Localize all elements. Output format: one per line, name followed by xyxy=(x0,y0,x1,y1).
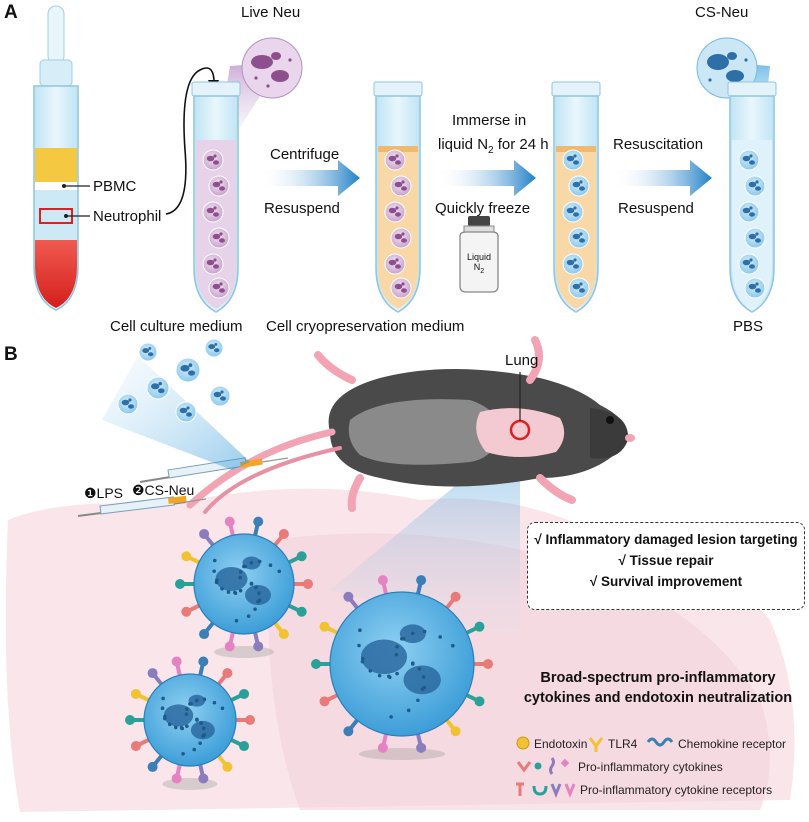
cs-neutrophils xyxy=(738,149,766,299)
cell-cryo-medium-label: Cell cryopreservation medium xyxy=(266,318,465,335)
resuspend-label-2: Resuspend xyxy=(618,200,694,217)
resuspend-label-1: Resuspend xyxy=(264,200,340,217)
neutrophil-cell xyxy=(384,149,406,171)
neutrophil-cell xyxy=(208,277,230,299)
neutrophil-cell xyxy=(384,201,406,223)
cs-neu-injection-label: ❷CS-Neu xyxy=(132,482,195,498)
neutrophil-cell xyxy=(175,357,201,383)
neutrophil-cell xyxy=(390,277,412,299)
neutrophil-cell xyxy=(568,227,590,249)
pbs-label: PBS xyxy=(733,318,764,335)
neutrophil-cell xyxy=(568,175,590,197)
neutrophil-cell xyxy=(744,227,766,249)
benefit-targeting: √ Inflammatory damaged lesion targeting xyxy=(534,532,798,547)
neutrophil-cell xyxy=(562,149,584,171)
lps-syringe xyxy=(77,495,207,517)
legend-endotoxin: Endotoxin xyxy=(534,737,588,751)
neutrophil-cell xyxy=(562,201,584,223)
liquid-nitrogen-bottle xyxy=(459,216,499,293)
neutrophil-cell xyxy=(208,227,230,249)
neutrophil-cell xyxy=(146,376,170,400)
benefit-tissue-repair: √ Tissue repair xyxy=(618,553,714,568)
frozen-tube xyxy=(551,81,601,313)
neutrophil-cell xyxy=(209,385,231,407)
live-neu-cell xyxy=(241,37,303,99)
centrifuge-arrow xyxy=(258,160,360,196)
neutrophil-cell xyxy=(202,201,224,223)
engineered-neutrophil xyxy=(125,656,255,790)
transfer-curve-arrow xyxy=(165,67,215,215)
legend-glyphs xyxy=(516,736,674,799)
neutrophil-cell xyxy=(738,253,760,275)
neutrophil-cell xyxy=(208,175,230,197)
legend-cytokine-receptors: Pro-inflammatory cytokine receptors xyxy=(580,783,773,797)
cs-neu-label: CS-Neu xyxy=(695,4,749,21)
cell-culture-medium-label: Cell culture medium xyxy=(110,318,243,335)
freeze-arrow xyxy=(436,160,536,196)
neutralization-line2: cytokines and endotoxin neutralization xyxy=(523,690,793,706)
injected-cs-neu-cells xyxy=(117,338,231,423)
legend-tlr4: TLR4 xyxy=(608,737,638,751)
legend-chemokine-receptor: Chemokine receptor xyxy=(678,737,787,751)
neutrophil-cell xyxy=(138,342,158,362)
neutralization-caption: Broad-spectrum pro-inflammatory cytokine… xyxy=(510,668,806,708)
neutrophil-cell xyxy=(738,201,760,223)
pbmc-label: PBMC xyxy=(93,178,137,195)
resuscitation-label: Resuscitation xyxy=(613,136,704,153)
neutrophil-cell xyxy=(738,149,760,171)
live-neu-label: Live Neu xyxy=(241,4,301,21)
neutrophil-cell xyxy=(204,338,224,358)
neutrophil-cell xyxy=(744,175,766,197)
mouse xyxy=(186,336,635,514)
culture-medium-tube xyxy=(191,81,241,313)
cryo-neutrophils xyxy=(384,149,412,299)
resuscitation-arrow xyxy=(612,160,712,196)
neutrophil-cell xyxy=(117,393,139,415)
panel-b-label: B xyxy=(4,344,18,365)
immerse-label-line2: liquid N2 for 24 h xyxy=(438,136,549,156)
benefits-box: √ Inflammatory damaged lesion targeting … xyxy=(527,522,805,610)
neutrophil-cell xyxy=(384,253,406,275)
pbs-tube xyxy=(727,81,777,313)
neutrophil-label: Neutrophil xyxy=(93,208,162,225)
neutrophil-cell xyxy=(744,277,766,299)
centrifuge-label: Centrifuge xyxy=(270,146,340,163)
frozen-neutrophils xyxy=(562,149,590,299)
neutrophil-cell xyxy=(202,253,224,275)
immerse-label-line1: Immerse in xyxy=(452,112,527,129)
quickly-freeze-label: Quickly freeze xyxy=(435,200,531,217)
neutrophil-cell xyxy=(568,277,590,299)
panel-a-label: A xyxy=(4,2,18,23)
live-neutrophils xyxy=(202,149,230,299)
neutrophil-cell xyxy=(390,227,412,249)
legend-cytokines: Pro-inflammatory cytokines xyxy=(578,760,723,774)
neutrophil-cell xyxy=(175,401,197,423)
neutrophil-cell xyxy=(562,253,584,275)
engineered-neutrophil xyxy=(311,575,493,760)
cryo-medium-tube xyxy=(373,81,423,313)
neutrophil-cell xyxy=(390,175,412,197)
separation-tube xyxy=(33,5,79,311)
neutrophil-cell xyxy=(202,149,224,171)
neutralization-line1: Broad-spectrum pro-inflammatory xyxy=(540,670,776,686)
benefit-survival: √ Survival improvement xyxy=(589,574,743,589)
engineered-neutrophil xyxy=(175,516,313,658)
engineered-neutrophils xyxy=(125,516,493,790)
lps-injection-label: ❶LPS xyxy=(84,485,124,501)
lung-label: Lung xyxy=(505,352,539,369)
